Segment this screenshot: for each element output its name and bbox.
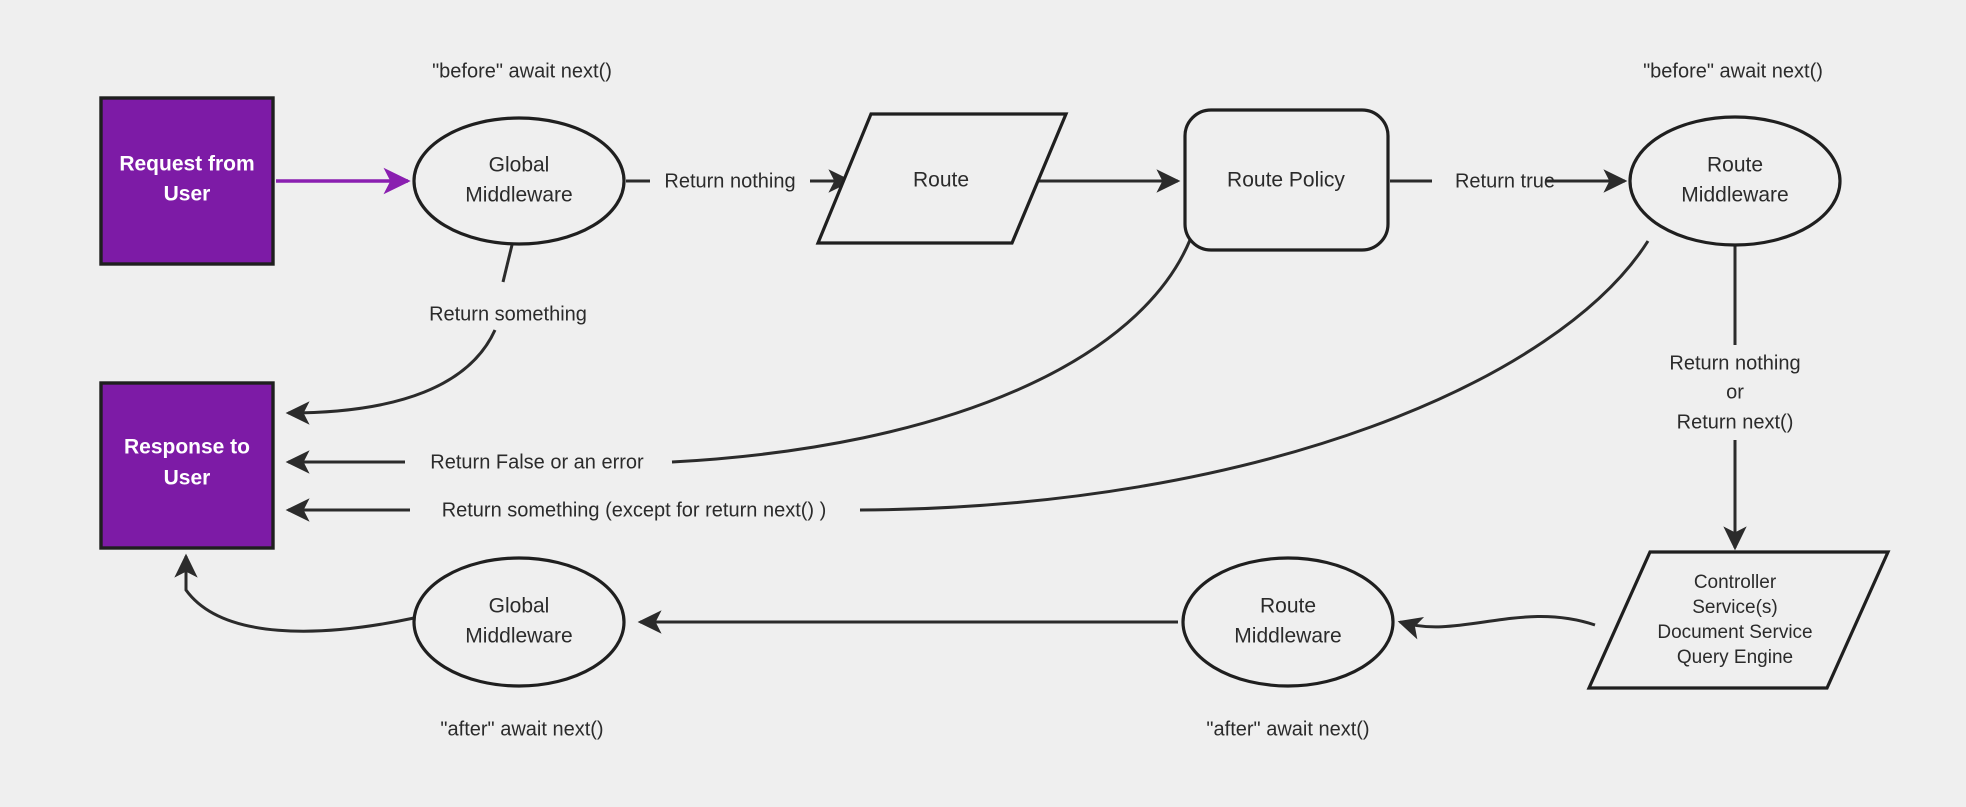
controller-label-line4: Query Engine — [1677, 647, 1793, 668]
route-middleware-bottom-label-line2: Middleware — [1234, 625, 1341, 648]
edge-label-return-false-or-error: Return False or an error — [430, 451, 644, 473]
edge-label-return-nothing: Return nothing — [664, 170, 795, 192]
route-middleware-top-label-line1: Route — [1707, 154, 1763, 177]
route-policy-label: Route Policy — [1227, 169, 1345, 192]
global-middleware-bottom-label-line2: Middleware — [465, 625, 572, 648]
edge-controller-to-route-middleware-bottom — [1397, 615, 1596, 640]
route-middleware-top-label-line2: Middleware — [1681, 184, 1788, 207]
request-from-user-label-line1: Request from — [119, 153, 254, 176]
route-policy-box[interactable] — [1183, 108, 1390, 252]
request-from-user-label-line2: User — [164, 183, 211, 206]
controller-label-line1: Controller — [1694, 572, 1777, 593]
controller-parallelogram[interactable] — [1586, 550, 1891, 690]
controller-label-line3: Document Service — [1657, 622, 1812, 643]
response-to-user-box[interactable] — [99, 381, 275, 550]
route-middleware-bottom-ellipse[interactable] — [1181, 556, 1395, 688]
annotation-before-route-middleware: "before" await next() — [1643, 60, 1823, 82]
route-middleware-top-ellipse[interactable] — [1628, 115, 1842, 247]
response-to-user-label-line2: User — [164, 467, 211, 490]
annotation-after-route-middleware: "after" await next() — [1206, 718, 1369, 740]
annotation-before-global-middleware: "before" await next() — [432, 60, 612, 82]
annotation-after-global-middleware: "after" await next() — [440, 718, 603, 740]
global-middleware-top-ellipse[interactable] — [412, 116, 626, 246]
controller-label-line2: Service(s) — [1692, 597, 1778, 618]
global-middleware-top-label-line1: Global — [489, 154, 550, 177]
edge-label-return-nothing-or-next-line3: Return next() — [1677, 411, 1794, 433]
request-from-user-box[interactable] — [99, 96, 275, 266]
global-middleware-top-label-line2: Middleware — [465, 184, 572, 207]
route-middleware-bottom-label-line1: Route — [1260, 595, 1316, 618]
edge-label-return-nothing-or-next-line1: Return nothing — [1669, 352, 1800, 374]
edge-label-return-something: Return something — [429, 303, 587, 325]
edge-label-return-true: Return true — [1455, 170, 1555, 192]
edge-global-middleware-bottom-to-response — [174, 553, 415, 633]
global-middleware-bottom-label-line1: Global — [489, 595, 550, 618]
edge-label-return-nothing-or-next-line2: or — [1726, 381, 1744, 403]
edge-global-middleware-to-response-curve — [285, 329, 497, 425]
response-to-user-label-line1: Response to — [124, 436, 250, 459]
edge-label-return-something-except: Return something (except for return next… — [442, 499, 827, 521]
route-parallelogram[interactable] — [815, 112, 1069, 245]
edge-route-policy-to-response-curve — [671, 239, 1192, 464]
edge-global-middleware-to-response — [501, 244, 514, 283]
route-label: Route — [913, 169, 969, 192]
edge-route-middleware-to-response-curve — [859, 240, 1650, 512]
global-middleware-bottom-ellipse[interactable] — [412, 556, 626, 688]
